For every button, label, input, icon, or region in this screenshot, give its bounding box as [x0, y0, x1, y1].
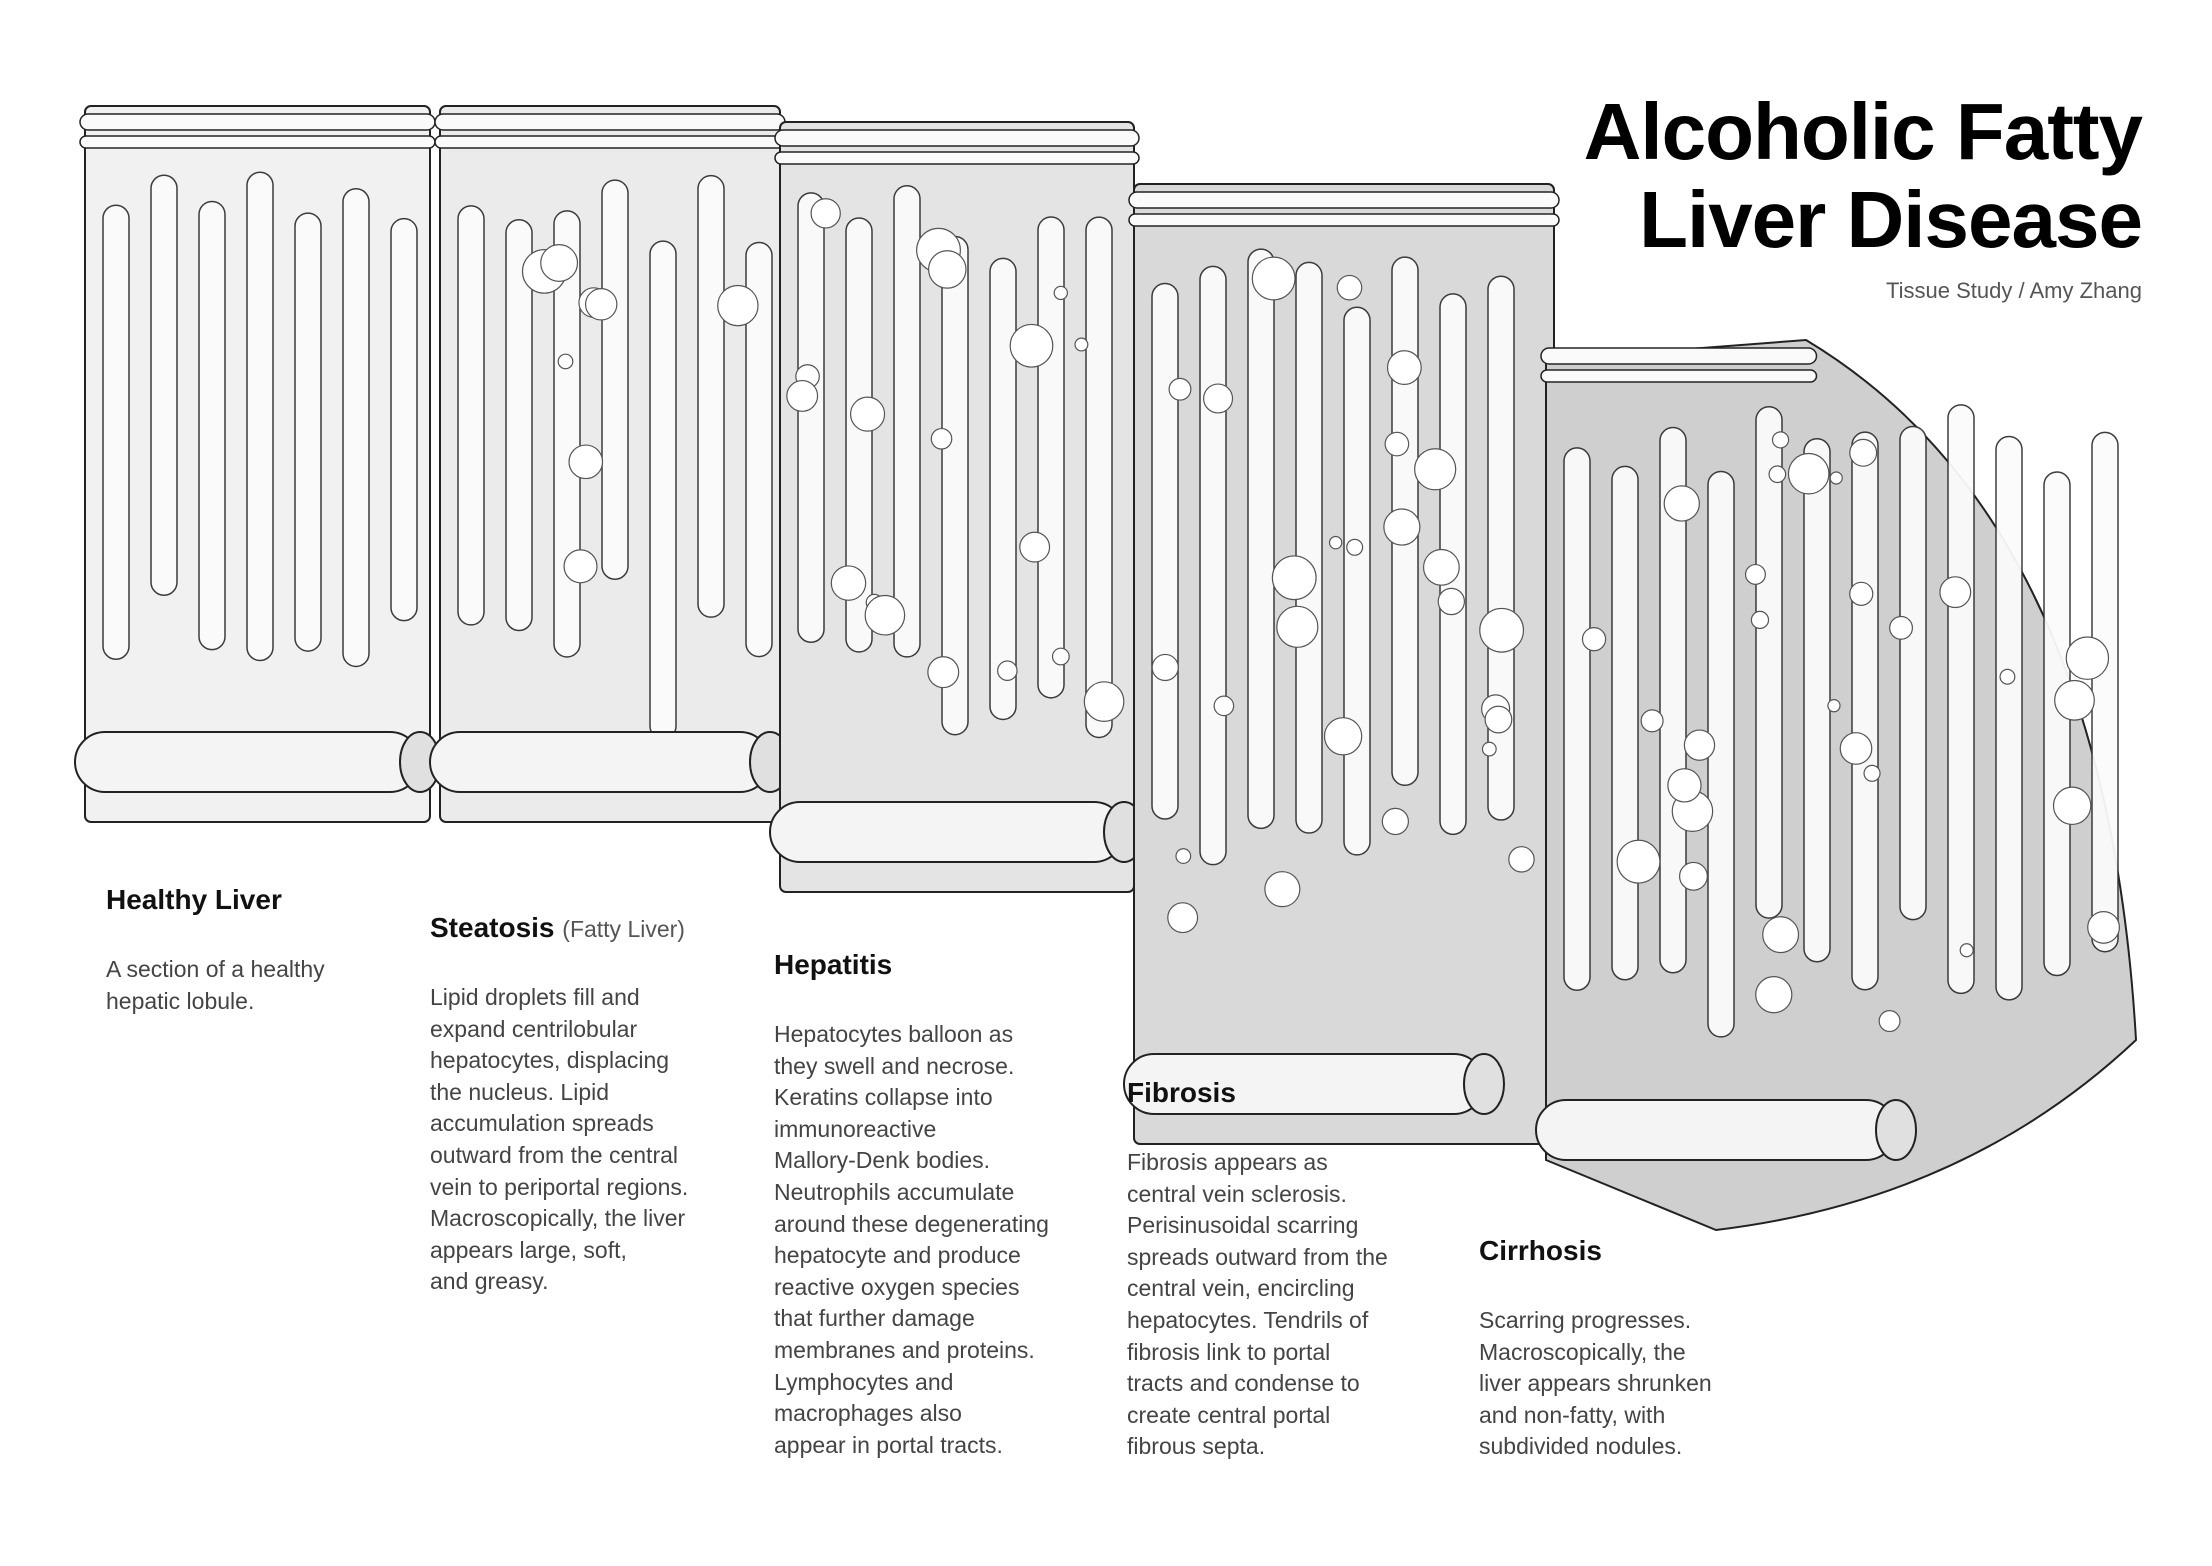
title-line-1: Alcoholic Fatty — [1583, 87, 2143, 176]
page-title: Alcoholic Fatty Liver Disease — [1583, 87, 2143, 264]
stage-description: A section of a healthy hepatic lobule. — [106, 956, 325, 1014]
cirrhosis-section — [1535, 338, 2138, 1232]
healthy-lobule-section — [74, 105, 441, 823]
steatosis-section — [429, 105, 791, 823]
stage-heading: Steatosis (Fatty Liver) — [430, 912, 685, 943]
stage-fibrosis: Fibrosis Fibrosis appears as central vei… — [1127, 1077, 1447, 1463]
stage-hepatitis: Hepatitis Hepatocytes balloon as they sw… — [774, 949, 1094, 1461]
stage-steatosis: Steatosis (Fatty Liver) Lipid droplets f… — [430, 912, 750, 1298]
stage-heading: Hepatitis — [774, 949, 893, 980]
stage-healthy-liver: Healthy Liver A section of a healthy hep… — [106, 884, 386, 1017]
title-line-2: Liver Disease — [1639, 175, 2143, 264]
subtitle: Tissue Study / Amy Zhang — [1886, 278, 2142, 303]
hepatitis-section — [769, 121, 1145, 893]
stage-description: Hepatocytes balloon as they swell and ne… — [774, 1021, 1049, 1458]
stage-heading: Cirrhosis — [1479, 1235, 1602, 1266]
stage-description: Lipid droplets fill and expand centrilob… — [430, 984, 689, 1295]
stage-heading: Fibrosis — [1127, 1077, 1236, 1108]
stage-description: Scarring progresses. Macroscopically, th… — [1479, 1307, 1712, 1460]
stage-cirrhosis: Cirrhosis Scarring progresses. Macroscop… — [1479, 1235, 1779, 1463]
stage-description: Fibrosis appears as central vein scleros… — [1127, 1149, 1388, 1460]
fibrosis-section — [1123, 183, 1560, 1145]
stage-heading: Healthy Liver — [106, 884, 282, 915]
